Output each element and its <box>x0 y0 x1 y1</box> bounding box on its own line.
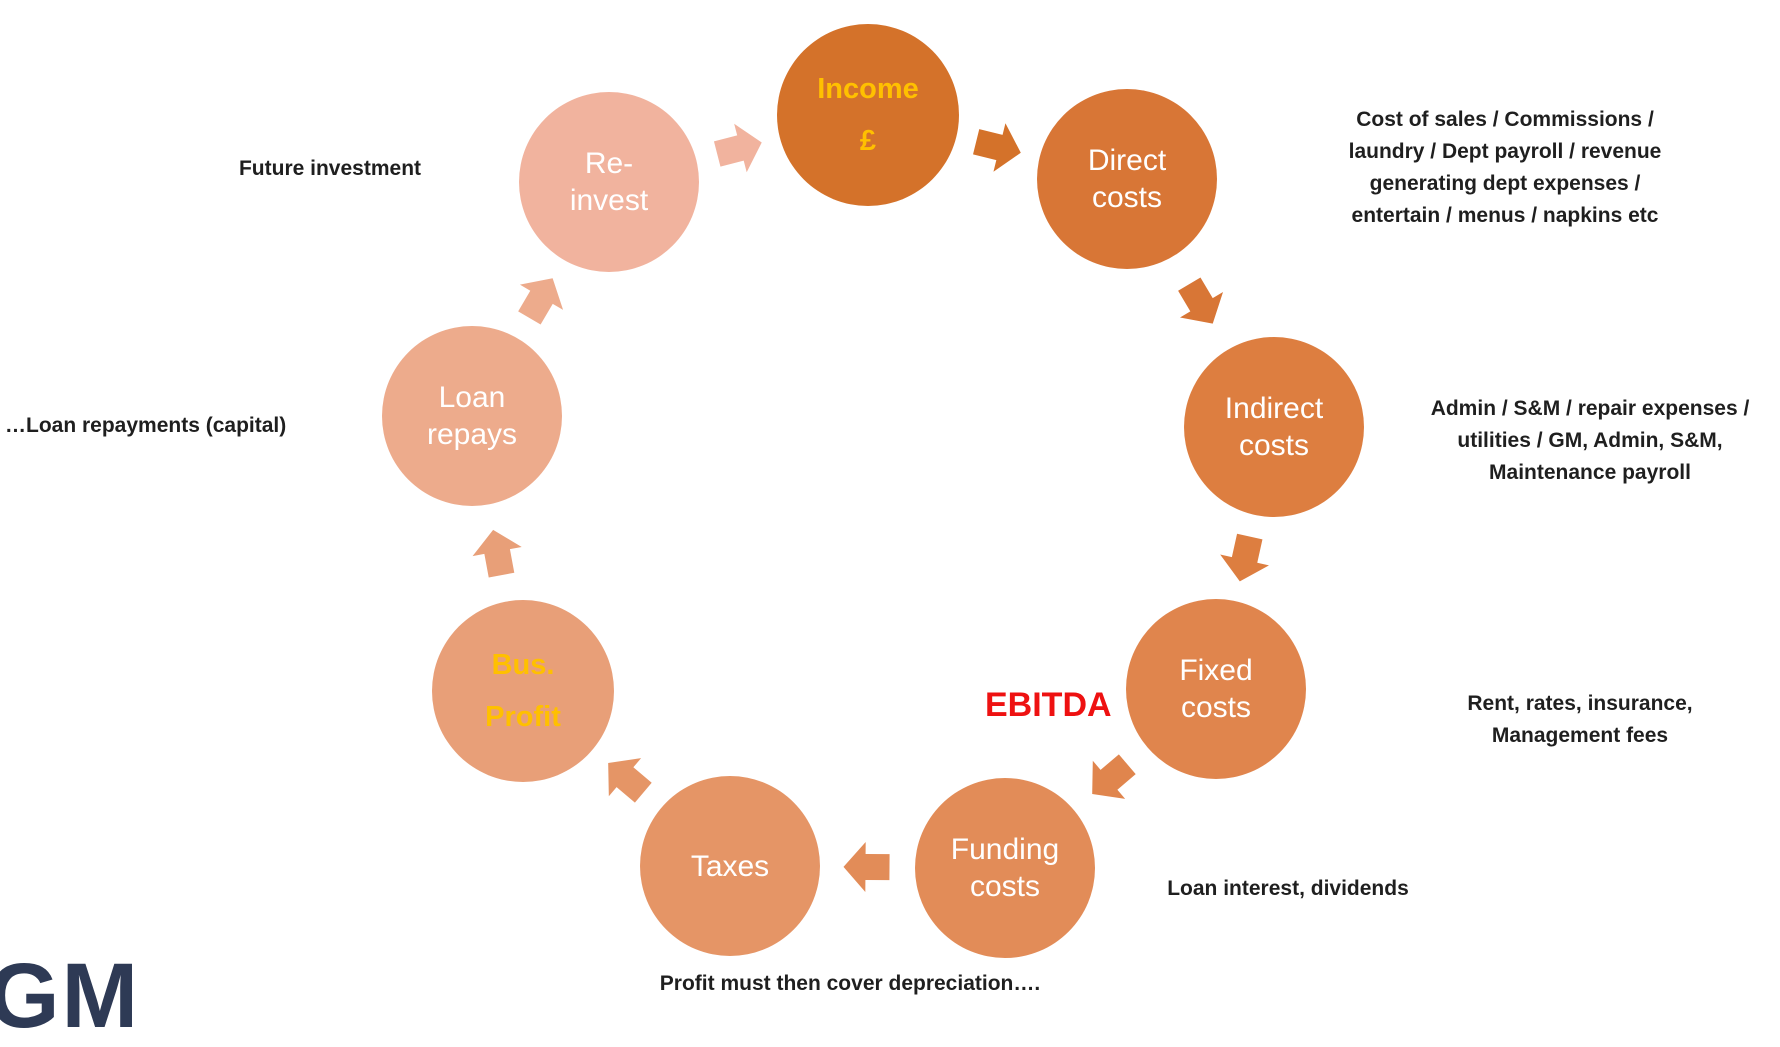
note-direct-costs-line-1: Cost of sales / Commissions / <box>1356 108 1654 131</box>
cycle-arrow <box>472 529 522 578</box>
node-bus-profit-label-1: Bus. <box>491 649 555 681</box>
node-taxes-label: Taxes <box>690 849 770 883</box>
cycle-arrow <box>1220 533 1269 582</box>
node-loan-repays-label-1: Loan <box>438 381 506 414</box>
note-re-invest: Future investment <box>238 157 422 180</box>
note-fixed-costs-line-1: Rent, rates, insurance, <box>1467 692 1693 715</box>
cycle-arrow <box>608 758 652 803</box>
note-direct-costs: Cost of sales / Commissions / laundry / … <box>1290 104 1720 232</box>
note-direct-costs-line-4: entertain / menus / napkins etc <box>1351 204 1659 227</box>
node-indirect-costs-label-2: costs <box>1238 429 1310 462</box>
note-indirect-costs-line-2: utilities / GM, Admin, S&M, <box>1457 429 1723 452</box>
node-re-invest: Re- invest <box>519 92 699 272</box>
node-funding-costs-label-1: Funding <box>950 833 1060 866</box>
node-re-invest-label-2: invest <box>569 184 649 217</box>
note-loan-repays: …Loan repayments (capital) <box>5 414 287 437</box>
cycle-arrow <box>843 841 890 892</box>
cycle-arrow <box>713 123 762 173</box>
node-fixed-costs-label-2: costs <box>1180 691 1252 724</box>
note-fixed-costs-line-2: Management fees <box>1491 724 1669 747</box>
note-indirect-costs: Admin / S&M / repair expenses / utilitie… <box>1395 393 1780 489</box>
node-bus-profit-label-2: Profit <box>485 701 561 733</box>
node-indirect-costs: Indirect costs <box>1184 337 1364 517</box>
node-fixed-costs-label-1: Fixed <box>1179 654 1253 687</box>
note-depreciation: Profit must then cover depreciation…. <box>659 972 1041 995</box>
node-income-label-2: £ <box>859 125 877 157</box>
note-funding-costs: Loan interest, dividends <box>1167 877 1409 900</box>
node-loan-repays-label-2: repays <box>426 418 518 451</box>
note-indirect-costs-line-3: Maintenance payroll <box>1489 461 1691 484</box>
node-bus-profit: Bus. Profit <box>432 600 614 782</box>
company-logo: GM <box>0 945 141 1047</box>
node-funding-costs: Funding costs <box>915 778 1095 958</box>
cycle-arrows-layer <box>472 123 1269 892</box>
note-indirect-costs-line-1: Admin / S&M / repair expenses / <box>1430 397 1750 420</box>
cycle-arrow <box>973 123 1021 172</box>
note-direct-costs-line-2: laundry / Dept payroll / revenue <box>1348 140 1662 163</box>
cycle-arrow <box>1178 277 1224 324</box>
node-taxes: Taxes <box>640 776 820 956</box>
node-income-label-1: Income <box>817 73 919 105</box>
node-income: Income £ <box>777 24 959 206</box>
node-fixed-costs: Fixed costs <box>1126 599 1306 779</box>
node-funding-costs-label-2: costs <box>969 870 1041 903</box>
node-indirect-costs-label-1: Indirect <box>1224 392 1324 425</box>
node-direct-costs-label-2: costs <box>1091 181 1163 214</box>
node-direct-costs: Direct costs <box>1037 89 1217 269</box>
cycle-arrow <box>518 278 564 325</box>
ebitda-label: EBITDA <box>985 686 1112 724</box>
note-direct-costs-line-3: generating dept expenses / <box>1369 172 1641 195</box>
node-loan-repays: Loan repays <box>382 326 562 506</box>
node-direct-costs-label-1: Direct <box>1087 144 1167 177</box>
cycle-arrow <box>1092 754 1136 799</box>
node-re-invest-label-1: Re- <box>584 147 634 180</box>
note-fixed-costs: Rent, rates, insurance, Management fees <box>1430 688 1730 752</box>
